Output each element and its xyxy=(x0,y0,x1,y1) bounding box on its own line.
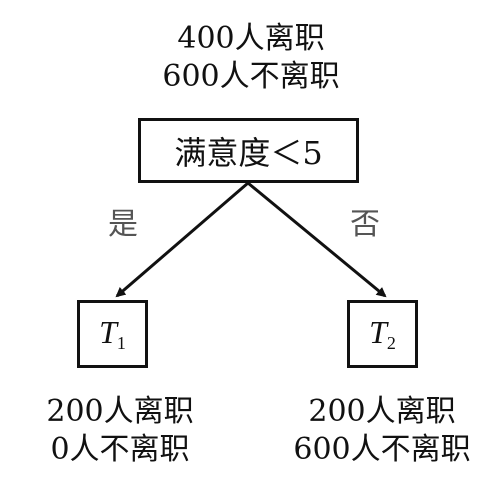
left-leaf-subscript: 1 xyxy=(116,333,126,353)
edge-no-label: 否 xyxy=(350,207,380,242)
right-leaf-main: T xyxy=(369,314,387,350)
right-leaf-stats: 200人离职 600人不离职 xyxy=(277,393,487,469)
root-stat-left: 400人离职 xyxy=(177,21,325,56)
root-stats: 400人离职 600人不离职 xyxy=(131,20,371,96)
root-condition-label: 满意度＜5 xyxy=(174,133,323,172)
left-leaf-label: T1 xyxy=(99,314,126,354)
right-stat-left: 200人离职 xyxy=(308,394,456,429)
left-leaf-main: T xyxy=(99,314,117,350)
root-stat-stay: 600人不离职 xyxy=(162,59,340,94)
left-leaf-stats: 200人离职 0人不离职 xyxy=(15,393,225,469)
left-leaf-node: T1 xyxy=(77,300,148,368)
right-stat-stay: 600人不离职 xyxy=(293,432,471,467)
right-leaf-node: T2 xyxy=(347,300,418,368)
edge-no-arrow xyxy=(247,181,387,298)
left-stat-left: 200人离职 xyxy=(46,394,194,429)
edge-yes-arrow xyxy=(115,181,249,298)
edge-yes-label: 是 xyxy=(108,207,138,242)
right-leaf-subscript: 2 xyxy=(386,333,396,353)
root-condition-node: 满意度＜5 xyxy=(138,118,359,183)
left-stat-stay: 0人不离职 xyxy=(50,432,190,467)
right-leaf-label: T2 xyxy=(369,314,396,354)
